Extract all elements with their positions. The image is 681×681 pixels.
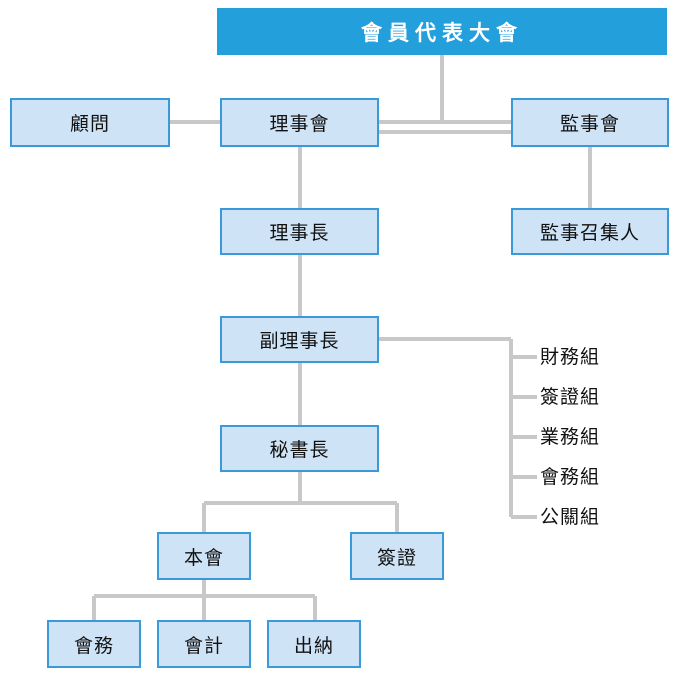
group-finance: 財務組	[540, 346, 601, 368]
supervisor-convener-box: 監事召集人	[511, 208, 669, 255]
member-affairs-label: 會務	[73, 634, 114, 657]
chairman-box: 理事長	[220, 208, 379, 255]
member-affairs-box: 會務	[47, 620, 141, 668]
secretary-general-label: 秘書長	[269, 439, 330, 461]
general-assembly-label: 會員代表大會	[361, 20, 523, 45]
head-office-box: 本會	[157, 532, 251, 580]
board-of-supervisors-label: 監事會	[559, 113, 620, 135]
advisor-label: 顧問	[69, 113, 110, 135]
cashier-box: 出納	[267, 620, 361, 668]
general-assembly-box: 會員代表大會	[217, 8, 667, 55]
advisor-box: 顧問	[10, 98, 170, 147]
accounting-box: 會計	[157, 620, 251, 668]
vice-chairman-box: 副理事長	[220, 316, 379, 363]
group-visa: 簽證組	[540, 386, 601, 408]
visa-office-box: 簽證	[350, 532, 444, 580]
chairman-label: 理事長	[269, 222, 330, 244]
accounting-label: 會計	[183, 634, 224, 657]
secretary-general-box: 秘書長	[220, 425, 379, 472]
group-business: 業務組	[540, 426, 601, 448]
group-public-relations: 公關組	[540, 506, 601, 528]
board-of-directors-label: 理事會	[269, 113, 330, 135]
cashier-label: 出納	[293, 634, 334, 657]
board-of-supervisors-box: 監事會	[511, 98, 669, 147]
board-of-directors-box: 理事會	[220, 98, 379, 147]
supervisor-convener-label: 監事召集人	[539, 222, 640, 244]
group-member-affairs: 會務組	[540, 466, 601, 488]
visa-office-label: 簽證	[376, 546, 417, 569]
vice-chairman-label: 副理事長	[259, 330, 340, 352]
head-office-label: 本會	[183, 546, 224, 569]
